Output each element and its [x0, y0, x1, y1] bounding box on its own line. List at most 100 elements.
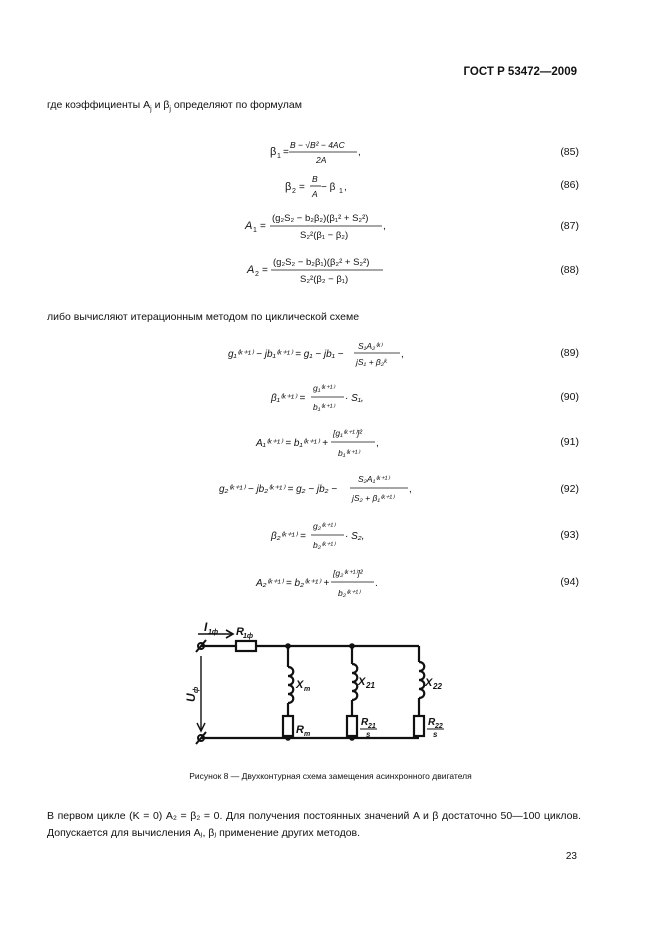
eq92-number: (92) — [560, 483, 579, 495]
xm-inductor — [287, 665, 295, 705]
eq90-num: g₁⁽ᵏ⁺¹⁾ — [313, 383, 335, 393]
eq88-lhs: A — [246, 264, 254, 276]
r22-den: s — [433, 730, 438, 739]
standard-header: ГОСТ Р 53472—2009 — [463, 66, 577, 78]
current-arrow-head — [225, 629, 235, 639]
eq86-tail-sub: 1 — [339, 188, 343, 195]
eq88-equals: = — [262, 265, 268, 276]
equation-92: g₂⁽ᵏ⁺¹⁾ − jb₂⁽ᵏ⁺¹⁾ = g₂ − jb₂ − S₂A₁⁽ᵏ⁺¹… — [0, 470, 661, 504]
eq89-number: (89) — [560, 347, 579, 359]
equation-87: A 1 = (g₂S₂ − b₂β₂)(β₁² + S₂²) S₂²(β₁ − … — [0, 207, 661, 241]
terminal-top-mark — [195, 639, 207, 653]
eq86-num: B — [312, 174, 318, 184]
eq94-tail: . — [375, 578, 378, 589]
current-label: I — [204, 620, 208, 634]
node-bottom-21 — [349, 735, 355, 741]
equation-85: β 1 = B − √B² − 4AC 2A , (85) — [0, 133, 661, 167]
voltage-label: U — [184, 693, 198, 702]
x21-label: X — [357, 676, 366, 688]
eq86-lhs-sub: 2 — [292, 188, 296, 195]
figure-caption: Рисунок 8 — Двухконтурная схема замещени… — [189, 771, 472, 781]
eq94-num: [g₂⁽ᵏ⁺¹⁾]² — [332, 568, 364, 578]
eq93-tail: · S₂, — [345, 531, 364, 542]
r1-label: R — [236, 626, 244, 638]
terminal-top — [197, 642, 205, 650]
eq85-tail: , — [358, 147, 361, 158]
eq87-equals: = — [260, 221, 266, 232]
eq90-den: b₁⁽ᵏ⁺¹⁾ — [313, 402, 335, 412]
eq91-lhs: A₁⁽ᵏ⁺¹⁾ = b₁⁽ᵏ⁺¹⁾ + — [255, 438, 328, 449]
equation-91: A₁⁽ᵏ⁺¹⁾ = b₁⁽ᵏ⁺¹⁾ + [g₁⁽ᵏ⁺¹⁾]² b₁⁽ᵏ⁺¹⁾ ,… — [0, 425, 661, 459]
eq86-tail: − β — [321, 182, 336, 193]
eq90-lhs: β₁⁽ᵏ⁺¹⁾ = — [270, 393, 305, 404]
eq92-den: jS₂ + β₁⁽ᵏ⁺¹⁾ — [351, 493, 395, 503]
equation-88: A 2 = (g₂S₂ − b₂β₁)(β₂² + S₂²) S₂²(β₂ − … — [0, 251, 661, 285]
equation-94: A₂⁽ᵏ⁺¹⁾ = b₂⁽ᵏ⁺¹⁾ + [g₂⁽ᵏ⁺¹⁾]² b₂⁽ᵏ⁺¹⁾ .… — [0, 564, 661, 598]
eq93-lhs: β₂⁽ᵏ⁺¹⁾ = — [270, 531, 306, 542]
eq85-den: 2A — [315, 155, 327, 165]
x22-label: X — [424, 677, 433, 689]
r22-label-sub: 22 — [434, 723, 443, 730]
eq90-number: (90) — [560, 391, 579, 403]
r21-resistor — [345, 714, 359, 738]
eq87-tail: , — [383, 221, 386, 232]
voltage-arrow-head — [196, 722, 206, 733]
intro-lead: где коэффициенты A — [47, 99, 151, 111]
eq92-lhs: g₂⁽ᵏ⁺¹⁾ − jb₂⁽ᵏ⁺¹⁾ = g₂ − jb₂ − — [219, 484, 337, 495]
r1-resistor — [234, 639, 258, 653]
eq87-number: (87) — [560, 220, 579, 232]
terminal-bottom-mark — [195, 731, 207, 745]
eq86-number: (86) — [560, 179, 579, 191]
eq89-tail: , — [401, 349, 404, 360]
r22-label: R — [428, 717, 436, 728]
eq87-num: (g₂S₂ − b₂β₂)(β₁² + S₂²) — [272, 213, 368, 224]
equation-90: β₁⁽ᵏ⁺¹⁾ = g₁⁽ᵏ⁺¹⁾ b₁⁽ᵏ⁺¹⁾ · S₁, (90) — [0, 380, 661, 414]
equation-89: g₁⁽ᵏ⁺¹⁾ − jb₁⁽ᵏ⁺¹⁾ = g₁ − jb₁ − S₁A₂⁽ᵏ⁾ … — [0, 335, 661, 369]
eq93-num: g₂⁽ᵏ⁺¹⁾ — [313, 521, 336, 531]
eq88-num: (g₂S₂ − b₂β₁)(β₂² + S₂²) — [273, 257, 369, 268]
eq86-den: A — [311, 189, 318, 199]
r21-den: s — [366, 730, 371, 739]
eq86-lhs: β — [285, 181, 291, 193]
r22-resistor — [412, 714, 426, 738]
intro-sub-b: j — [169, 106, 171, 114]
node-top-21 — [349, 643, 355, 649]
voltage-label-sub: ф — [193, 687, 200, 693]
closing-paragraph: В первом цикле (K = 0) A₂ = β₂ = 0. Для … — [47, 810, 581, 839]
eq88-den: S₂²(β₂ − β₁) — [300, 274, 348, 285]
eq87-lhs-sub: 1 — [253, 227, 257, 234]
eq93-number: (93) — [560, 529, 579, 541]
x22-label-sub: 22 — [432, 682, 442, 691]
intro-sub-a: j — [150, 106, 152, 114]
x21-inductor — [351, 662, 359, 702]
eq88-number: (88) — [560, 264, 579, 276]
node-bottom-m — [285, 735, 291, 741]
eq90-tail: · S₁, — [345, 393, 364, 404]
eq91-number: (91) — [560, 436, 579, 448]
eq94-lhs: A₂⁽ᵏ⁺¹⁾ = b₂⁽ᵏ⁺¹⁾ + — [255, 578, 329, 589]
eq85-lhs-sub: 1 — [277, 153, 281, 160]
xm-label: X — [295, 679, 304, 691]
eq85-num: B − √B² − 4AC — [290, 140, 346, 150]
eq86-tail2: , — [344, 182, 347, 193]
eq94-number: (94) — [560, 576, 579, 588]
equation-86: β 2 = B A − β 1 , (86) — [0, 169, 661, 203]
eq85-equals: = — [283, 147, 289, 158]
terminal-bottom — [197, 734, 205, 742]
equivalent-circuit-diagram: I 1ф R 1ф U ф X m R m X 21 R 21 s X 22 R… — [184, 620, 444, 745]
page-number: 23 — [565, 851, 577, 862]
x21-label-sub: 21 — [365, 681, 375, 690]
eq91-num: [g₁⁽ᵏ⁺¹⁾]² — [332, 428, 363, 438]
r21-label: R — [361, 717, 369, 728]
rm-label-sub: m — [304, 731, 310, 738]
iteration-intro: либо вычисляют итерационным методом по ц… — [47, 311, 360, 323]
rm-resistor — [281, 714, 295, 738]
eq86-equals: = — [299, 182, 305, 193]
rm-label: R — [296, 724, 304, 736]
eq85-number: (85) — [560, 146, 579, 158]
r21-label-sub: 21 — [367, 723, 376, 730]
current-label-sub: 1ф — [208, 629, 218, 636]
eq89-den: jS₁ + β₂ᵏ — [355, 357, 388, 367]
eq93-den: b₂⁽ᵏ⁺¹⁾ — [313, 540, 336, 550]
intro-text: где коэффициенты Aj и βj определяют по ф… — [47, 99, 302, 113]
